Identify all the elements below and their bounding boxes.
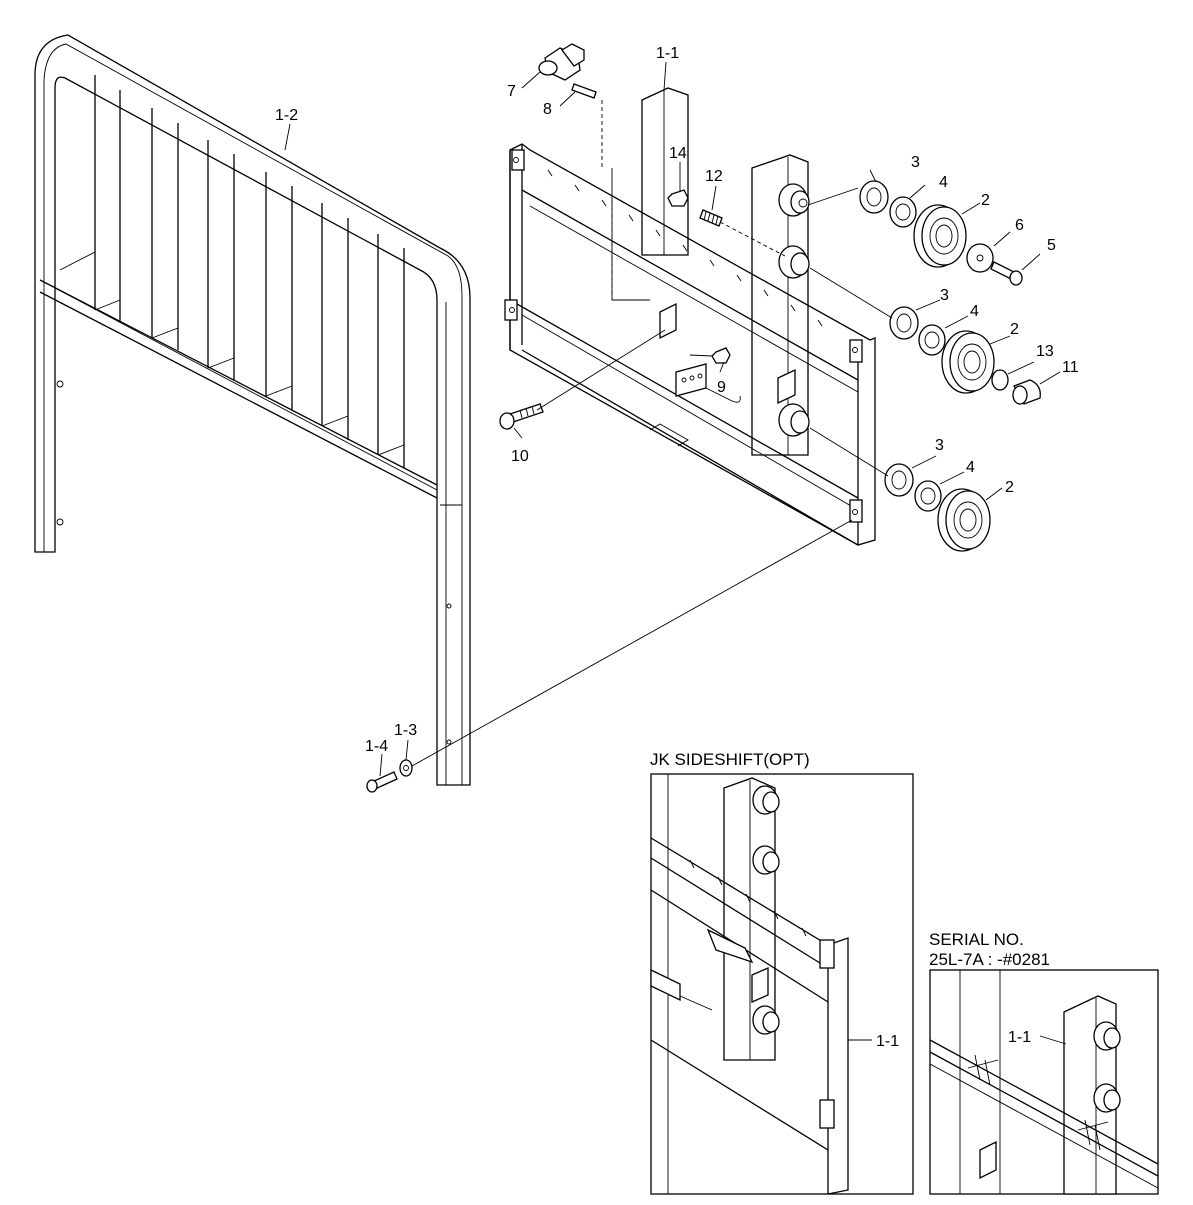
callout-11: 11 [1062, 359, 1079, 376]
callout-5: 5 [1047, 237, 1056, 254]
callout-1-4: 1-4 [365, 738, 388, 755]
callout-8: 8 [543, 101, 552, 118]
callout-1-1: 1-1 [656, 45, 679, 62]
callout-3: 3 [940, 287, 949, 304]
callout-13: 13 [1036, 343, 1054, 360]
callout-4: 4 [970, 303, 979, 320]
callout-3: 3 [935, 437, 944, 454]
roller-bearing [941, 330, 995, 394]
inset-serial-callout: 1-1 [1008, 1029, 1031, 1046]
inset-serial: SERIAL NO. 25L-7A : -#0281 1-1 [929, 930, 1159, 1195]
inset-sideshift: JK SIDESHIFT(OPT) 1-1 [650, 750, 914, 1195]
callout-leaders [284, 61, 1061, 777]
callout-3: 3 [911, 154, 920, 171]
callout-1-2: 1-2 [275, 107, 298, 124]
callout-10: 10 [511, 448, 529, 465]
callout-12: 12 [705, 168, 723, 185]
callout-2: 2 [1005, 479, 1014, 496]
inset-sideshift-callout: 1-1 [876, 1033, 899, 1050]
load-backrest [34, 34, 471, 786]
inset-sideshift-title: JK SIDESHIFT(OPT) [650, 750, 810, 769]
callout-4: 4 [966, 459, 975, 476]
roller-bearing [913, 204, 967, 268]
roller-bearing [937, 488, 991, 552]
callout-2: 2 [981, 192, 990, 209]
callout-9: 9 [717, 379, 726, 396]
callout-4: 4 [939, 174, 948, 191]
inset-serial-title-line2: 25L-7A : -#0281 [929, 950, 1050, 969]
callout-labels: 1-2 1-1 7 8 14 12 3 4 2 6 5 3 4 2 13 11 … [275, 45, 1079, 755]
callout-6: 6 [1015, 217, 1024, 234]
assembly-lines [411, 100, 893, 767]
callout-2: 2 [1010, 321, 1019, 338]
callout-7: 7 [507, 83, 516, 100]
callout-14: 14 [669, 145, 687, 162]
callout-1-3: 1-3 [394, 722, 417, 739]
carriage [504, 87, 876, 546]
inset-serial-title-line1: SERIAL NO. [929, 930, 1024, 949]
small-parts [366, 43, 1041, 793]
